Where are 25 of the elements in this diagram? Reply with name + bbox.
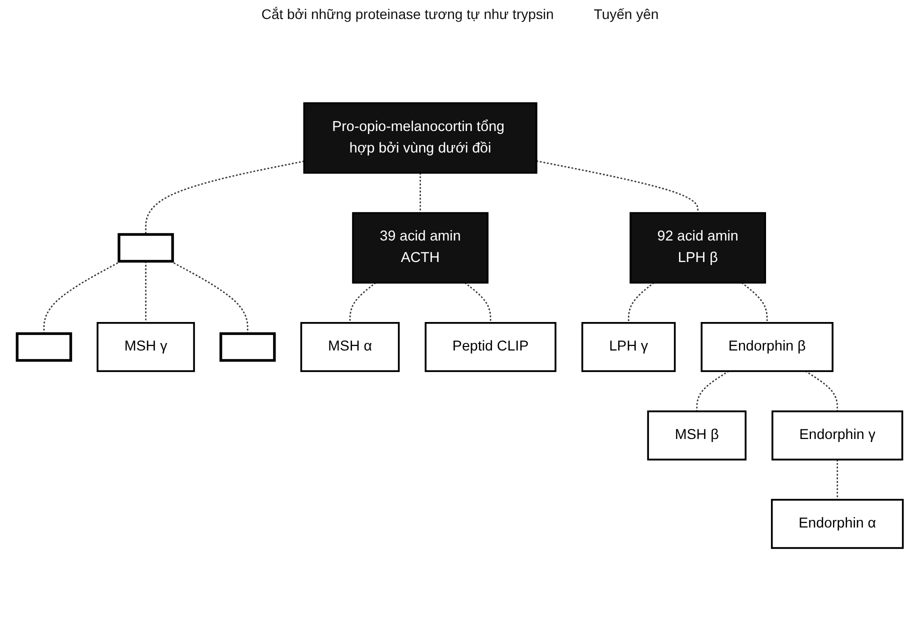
node-box: 39 acid amin ACTH [352,212,488,284]
note-text: Cắt bởi những proteinase tương tự như trypsin [261,6,554,22]
connector [420,173,421,214]
node-box: Endorphin β [700,322,834,372]
node-box: MSH γ [96,322,195,372]
connector [741,282,768,324]
node-box: Pro-opio-melanocortin tổng hợp bởi vùng dưới đồi [303,102,538,174]
node-box: Endorphin α [770,499,904,550]
node-box: LPH γ [581,322,676,372]
connector [805,371,838,412]
connector [464,282,492,324]
connector [628,282,654,324]
connector [349,282,376,324]
note-text: Tuyến yên [594,6,659,22]
connector [696,371,730,412]
connector [536,160,698,214]
node-box: Endorphin γ [772,410,904,461]
node-box: 92 acid amin LPH β [630,212,766,284]
node-bar [219,332,276,362]
node-box: Peptid CLIP [424,322,556,372]
connector [145,161,304,235]
node-bar [16,332,72,362]
node-box: MSH α [300,322,400,372]
node-box: MSH β [647,410,746,461]
node-bar [118,234,174,264]
